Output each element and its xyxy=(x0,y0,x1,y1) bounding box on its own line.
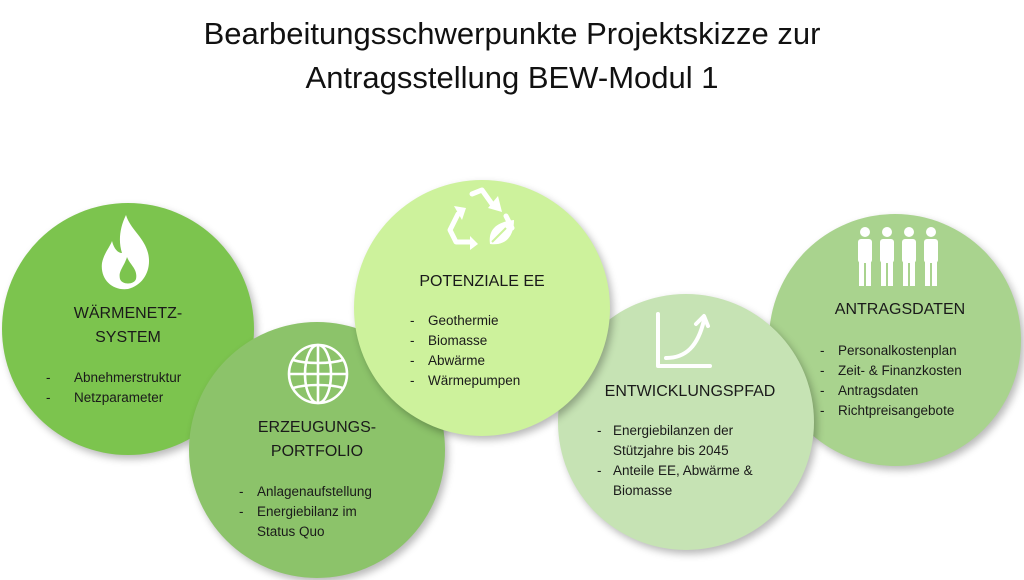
flame-icon xyxy=(101,215,150,290)
recycle-leaf-icon xyxy=(447,187,515,250)
list-item: -Geothermie xyxy=(410,311,580,331)
antrag-list: -Personalkostenplan -Zeit- & Finanzkoste… xyxy=(820,341,1000,421)
list-item: -Zeit- & Finanzkosten xyxy=(820,361,1000,381)
erzeugung-heading: ERZEUGUNGS- PORTFOLIO xyxy=(217,416,417,464)
bullet-dash: - xyxy=(239,484,244,499)
page-title: Bearbeitungsschwerpunkte Projektskizze z… xyxy=(0,12,1024,100)
list-item-text: Personalkostenplan xyxy=(838,343,957,358)
growth-chart-icon xyxy=(656,312,712,368)
list-item: -Richtpreisangebote xyxy=(820,401,1000,421)
list-item-text: Energiebilanz im Status Quo xyxy=(257,504,357,539)
list-item-text: Antragsdaten xyxy=(838,383,919,398)
list-item: -Abwärme xyxy=(410,351,580,371)
list-item-text: Geothermie xyxy=(428,313,499,328)
bullet-dash: - xyxy=(410,373,415,388)
heading-line: PORTFOLIO xyxy=(270,443,364,460)
list-item: - Abnehmerstruktur xyxy=(46,368,216,388)
bullet-dash: - xyxy=(820,363,825,378)
heading-line: ERZEUGUNGS- xyxy=(257,419,377,436)
list-item-text: Anlagenaufstellung xyxy=(257,484,372,499)
globe-icon xyxy=(287,343,349,405)
entwicklung-list: -Energiebilanzen der Stützjahre bis 2045… xyxy=(597,421,777,501)
bullet-dash: - xyxy=(410,313,415,328)
bullet-dash: - xyxy=(46,370,51,385)
antrag-heading: ANTRAGSDATEN xyxy=(805,298,995,322)
circle-potenziale-ee xyxy=(354,180,610,436)
waermenetz-list: - Abnehmerstruktur - Netzparameter xyxy=(46,368,216,408)
waermenetz-heading: WÄRMENETZ- SYSTEM xyxy=(28,302,228,350)
list-item-text: Abwärme xyxy=(428,353,486,368)
erzeugung-list: -Anlagenaufstellung -Energiebilanz im St… xyxy=(239,482,409,542)
heading-line: ANTRAGSDATEN xyxy=(834,301,966,318)
bullet-dash: - xyxy=(239,504,244,519)
list-item: -Energiebilanz im Status Quo xyxy=(239,502,409,542)
heading-line: ENTWICKLUNGSPFAD xyxy=(604,383,776,400)
bullet-dash: - xyxy=(410,333,415,348)
bullet-dash: - xyxy=(820,343,825,358)
potenziale-list: -Geothermie -Biomasse -Abwärme -Wärmepum… xyxy=(410,311,580,391)
people-icon xyxy=(858,227,938,286)
bullet-dash: - xyxy=(46,390,51,405)
list-item-text: Biomasse xyxy=(428,333,488,348)
bullet-dash: - xyxy=(820,403,825,418)
list-item-text: Zeit- & Finanzkosten xyxy=(838,363,962,378)
heading-line: WÄRMENETZ- xyxy=(73,305,183,322)
list-item: -Antragsdaten xyxy=(820,381,1000,401)
bullet-dash: - xyxy=(820,383,825,398)
list-item: -Anteile EE, Abwärme & Biomasse xyxy=(597,461,777,501)
list-item-text: Energiebilanzen der Stützjahre bis 2045 xyxy=(613,423,734,458)
list-item-text: Wärmepumpen xyxy=(428,373,521,388)
list-item-text: Abnehmerstruktur xyxy=(74,370,182,385)
potenziale-heading: POTENZIALE EE xyxy=(387,270,577,294)
list-item: -Biomasse xyxy=(410,331,580,351)
entwicklung-heading: ENTWICKLUNGSPFAD xyxy=(590,380,790,404)
heading-line: POTENZIALE EE xyxy=(419,273,545,290)
bullet-dash: - xyxy=(597,423,602,438)
bullet-dash: - xyxy=(410,353,415,368)
title-line-2: Antragsstellung BEW-Modul 1 xyxy=(305,60,719,95)
list-item-text: Netzparameter xyxy=(74,390,164,405)
list-item: -Personalkostenplan xyxy=(820,341,1000,361)
list-item: - Netzparameter xyxy=(46,388,216,408)
heading-line: SYSTEM xyxy=(95,329,161,346)
bullet-dash: - xyxy=(597,463,602,478)
list-item-text: Anteile EE, Abwärme & Biomasse xyxy=(613,463,753,498)
list-item-text: Richtpreisangebote xyxy=(838,403,955,418)
list-item: -Energiebilanzen der Stützjahre bis 2045 xyxy=(597,421,777,461)
list-item: -Anlagenaufstellung xyxy=(239,482,409,502)
list-item: -Wärmepumpen xyxy=(410,371,580,391)
title-line-1: Bearbeitungsschwerpunkte Projektskizze z… xyxy=(203,16,821,51)
